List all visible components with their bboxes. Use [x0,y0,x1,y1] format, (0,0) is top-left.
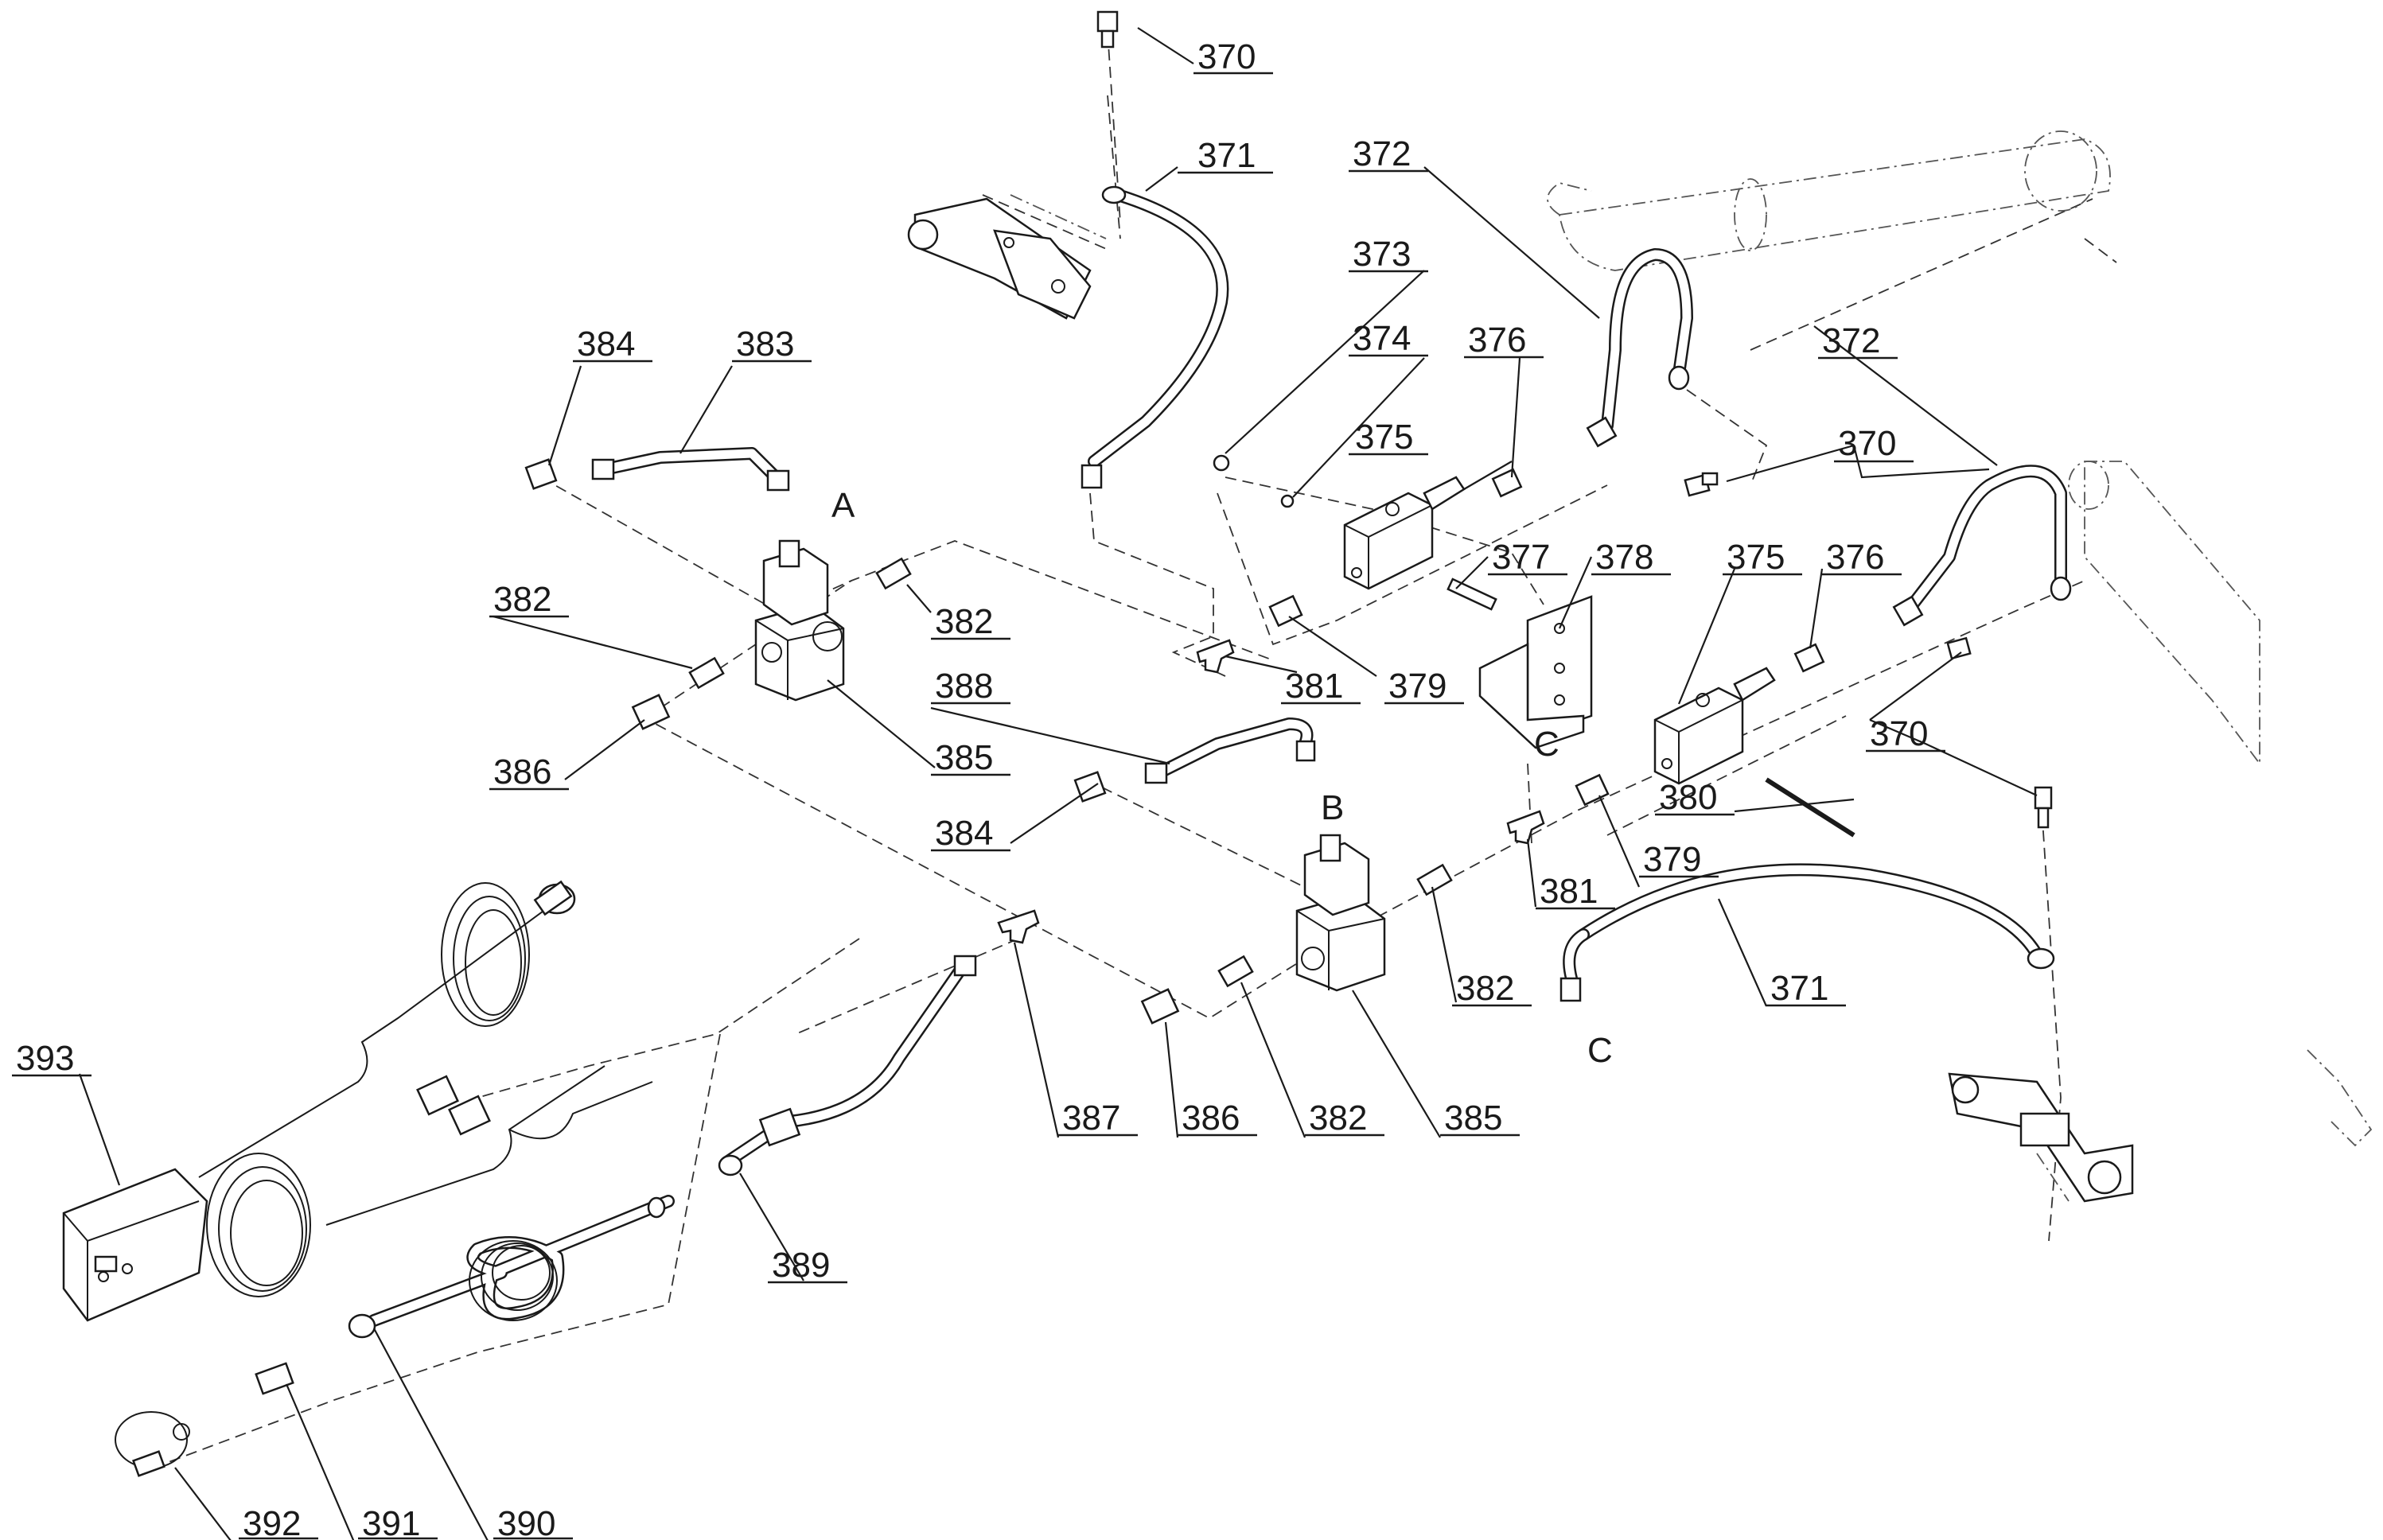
callout-385: 385 [935,738,993,777]
callout-389: 389 [772,1246,830,1285]
callout-381: 381 [1285,667,1343,706]
mounting-bracket [1478,595,1593,749]
callout-384: 384 [577,325,635,364]
callout-373: 373 [1353,235,1411,274]
callout-378: 378 [1595,538,1653,577]
connection-letter-a: A [831,486,855,525]
callout-370: 370 [1838,424,1896,463]
callout-372: 372 [1353,134,1411,173]
relief-valve-375-right [1653,667,1776,785]
hose-372-top [1586,248,1693,448]
hose-371-bottom [1559,863,2055,1002]
leader-lines [78,27,2038,1540]
hose-383 [591,447,790,492]
callout-385: 385 [1444,1099,1502,1138]
control-box [62,1168,208,1322]
callout-372: 372 [1822,321,1880,360]
callout-380: 380 [1659,778,1717,817]
connection-letter-c: C [1587,1031,1613,1070]
callout-370: 370 [1870,714,1928,753]
callout-390: 390 [497,1504,555,1540]
hose-388 [1144,718,1316,784]
callout-376: 376 [1468,321,1526,360]
callout-376: 376 [1826,538,1884,577]
steering-cylinder-top [907,194,1107,320]
callout-382: 382 [1309,1099,1367,1138]
callout-388: 388 [935,667,993,706]
connection-letter-c: C [1534,725,1559,764]
coil-cable-393a [206,1065,653,1297]
callout-371: 371 [1770,969,1828,1008]
coil-cable-393b [198,880,576,1178]
solenoid-valve-A [754,539,845,702]
callout-374: 374 [1353,319,1411,358]
callout-381: 381 [1540,872,1598,911]
fittings [115,10,2053,1477]
connection-letters: A B C C [831,486,1613,1070]
ghost-cylinder-top [1547,130,2111,271]
callout-392: 392 [243,1504,301,1540]
callout-labels: 370 371 372 373 374 375 376 384 383 370 … [12,37,1945,1540]
ghost-boom-right [2068,461,2260,766]
callout-383: 383 [736,325,794,364]
callout-391: 391 [362,1504,420,1540]
callout-384: 384 [935,814,993,853]
callout-377: 377 [1492,538,1550,577]
callout-382: 382 [935,602,993,641]
connection-letter-b: B [1321,788,1344,827]
hose-389 [718,955,977,1176]
callout-382: 382 [493,580,551,619]
callout-386: 386 [1182,1099,1240,1138]
coil-hose-390 [348,1195,675,1339]
callout-371: 371 [1197,136,1256,175]
hose-372-right [1892,465,2072,627]
callout-379: 379 [1643,840,1701,879]
callout-375: 375 [1727,538,1785,577]
callout-386: 386 [493,752,551,791]
assembly-centerlines [142,31,2117,1472]
steering-cylinder-bottom [1948,1072,2134,1203]
solenoid-valve-B [1295,834,1386,992]
callout-382: 382 [1456,969,1514,1008]
ghost-edge-right [2307,1049,2373,1147]
callout-393: 393 [16,1039,74,1078]
callout-375: 375 [1355,418,1413,457]
callout-387: 387 [1062,1099,1120,1138]
hose-371-top [1081,185,1229,489]
relief-valve-375-top [1343,476,1466,590]
callout-370: 370 [1197,37,1256,76]
callout-379: 379 [1388,667,1447,706]
